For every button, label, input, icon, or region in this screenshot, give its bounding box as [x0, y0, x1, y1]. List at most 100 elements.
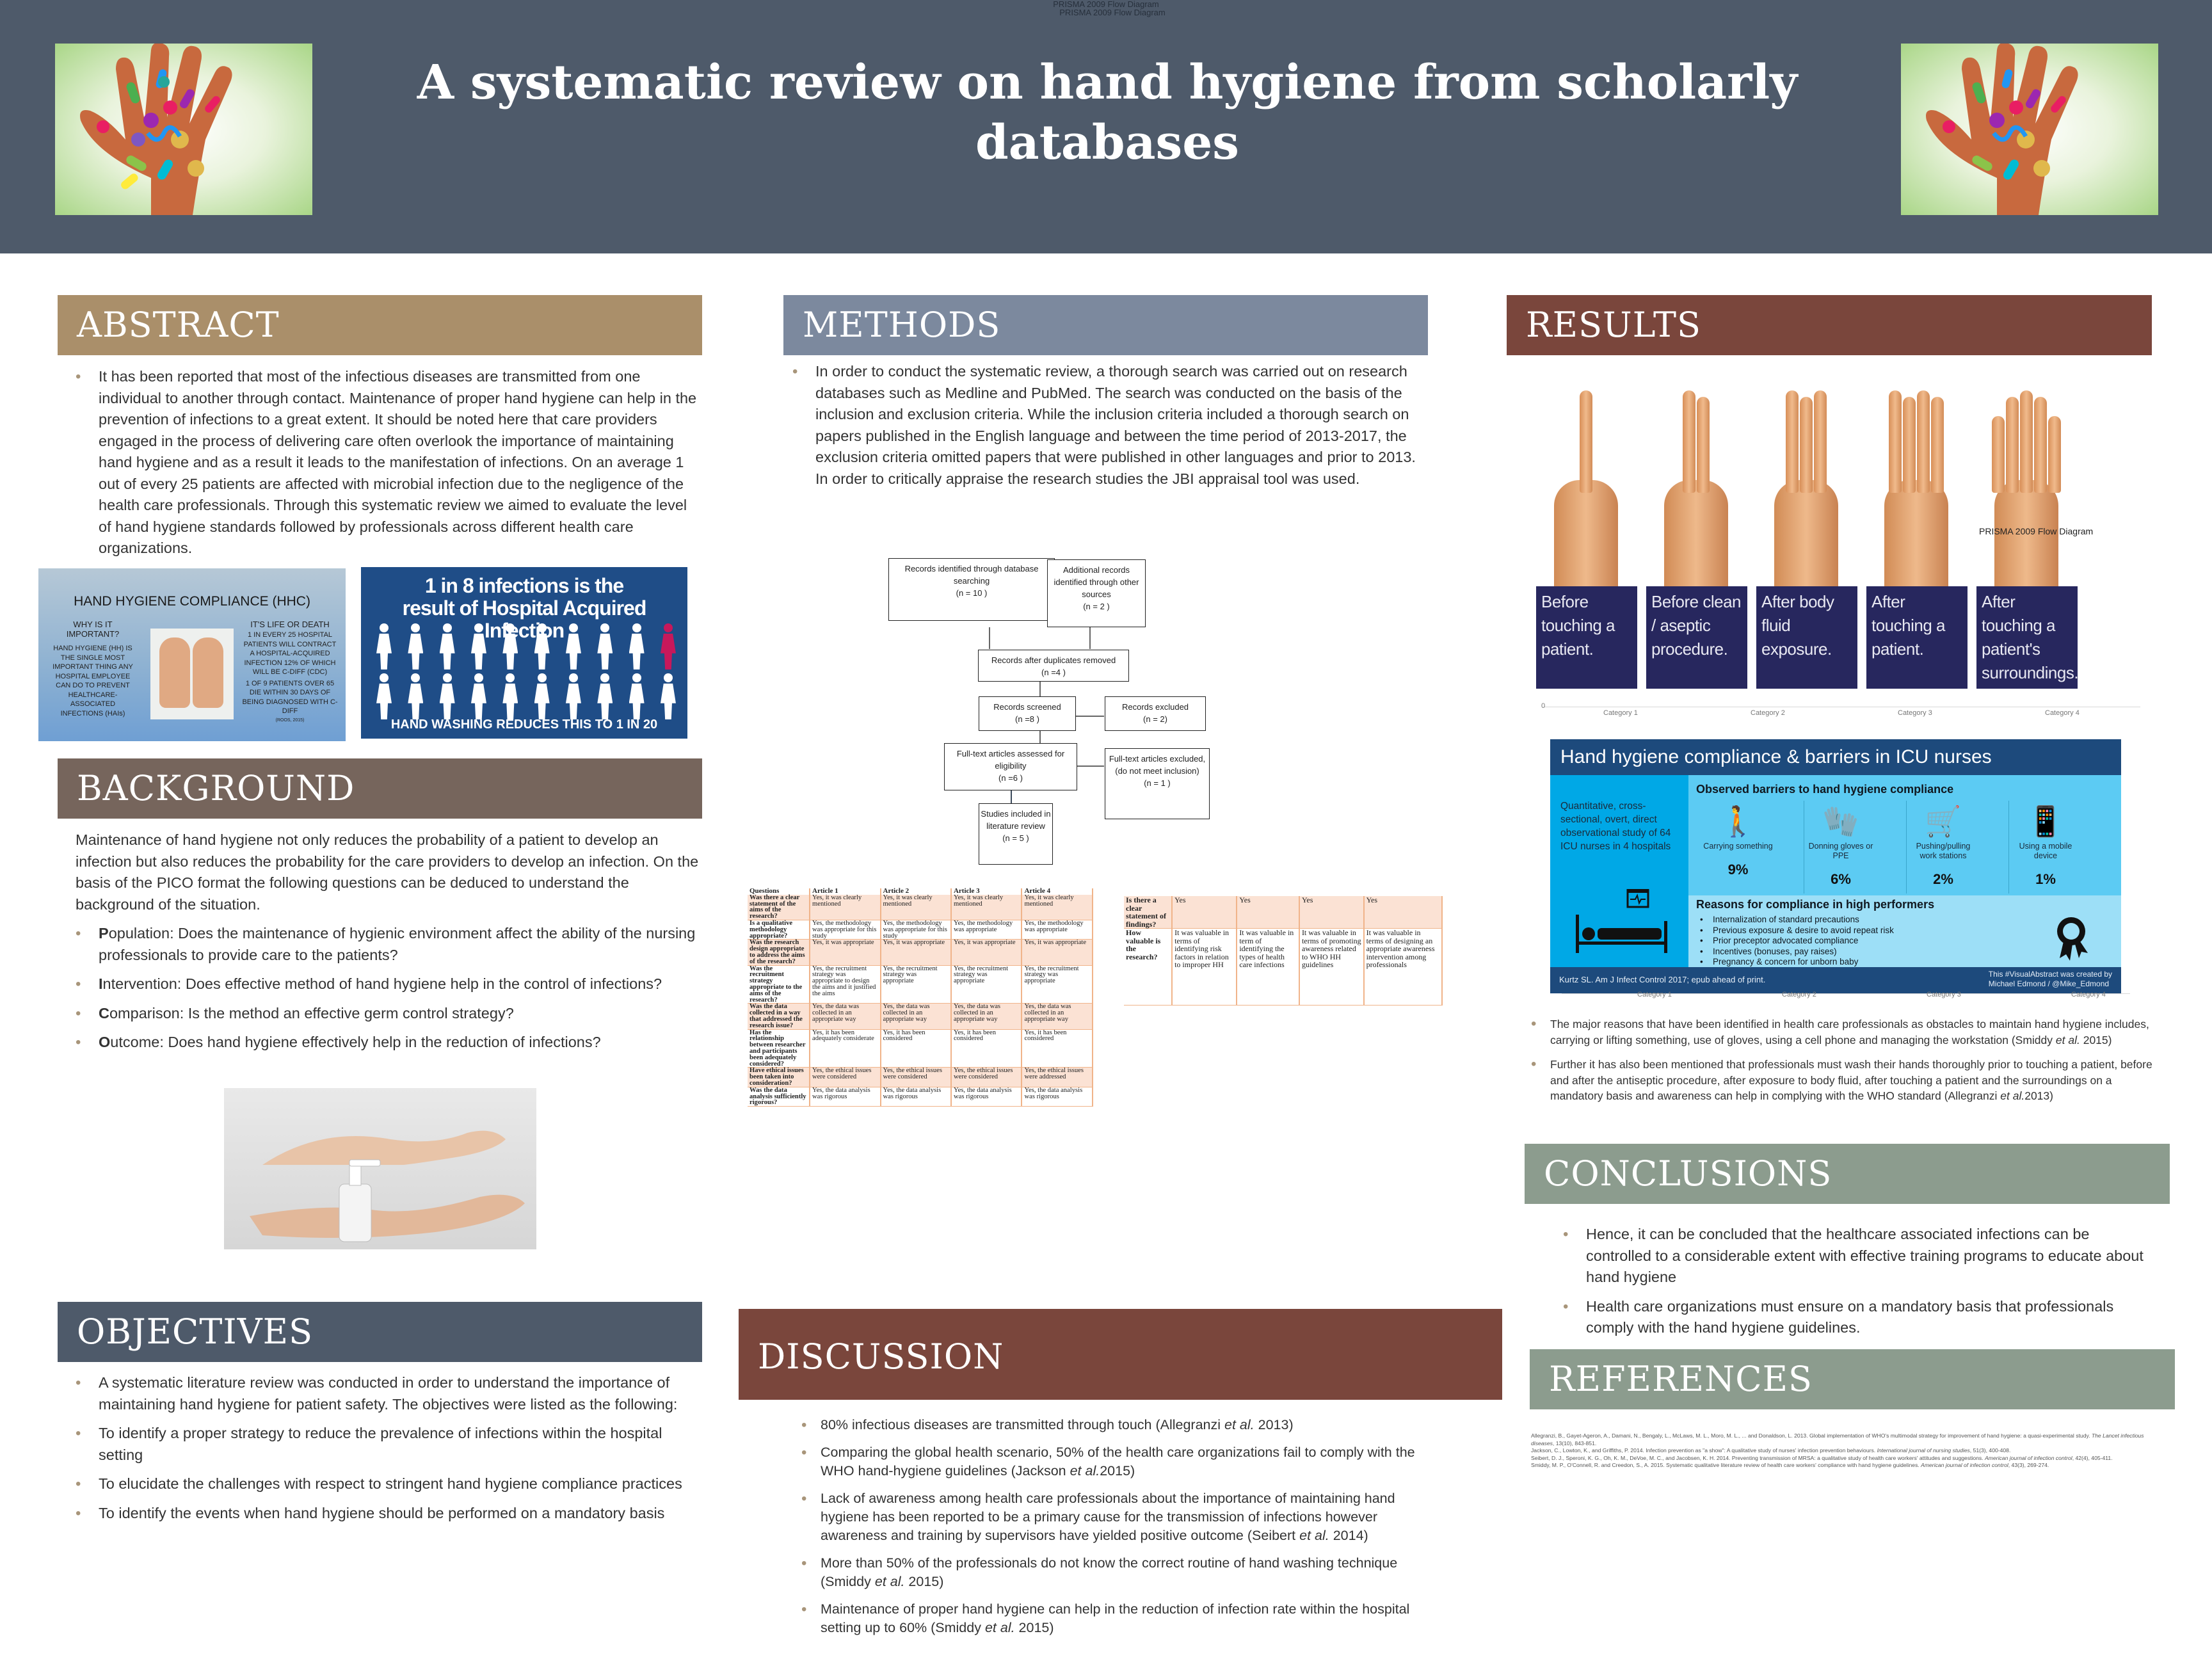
flow-box-screened: Records screened (n =8 ): [979, 696, 1076, 731]
flow-box-label: Records excluded: [1121, 702, 1189, 712]
reference-item: Allegranzi, B., Gayet-Ageron, A., Damani…: [1531, 1432, 2144, 1447]
category-label: Category 3: [1927, 991, 1961, 998]
icu-citation: Kurtz SL. Am J Infect Control 2017; epub…: [1559, 975, 1766, 984]
barriers-heading: Observed barriers to hand hygiene compli…: [1696, 783, 1954, 796]
icu-study-panel: Quantitative, cross-sectional, overt, di…: [1550, 775, 1688, 967]
objective-item: To identify a proper strategy to reduce …: [76, 1423, 703, 1466]
journal-name: American journal of infection control: [1985, 1454, 2072, 1461]
answer-cell: Yes, the ethical issues were considered: [880, 1067, 952, 1087]
germ-hand-image-left: [55, 44, 312, 215]
overlay-caption-line: PRISMA 2009 Flow Diagram: [1059, 8, 1166, 17]
finger: [2048, 416, 2061, 493]
person-body: [565, 634, 581, 669]
answer-cell: Yes: [1172, 896, 1238, 929]
methods-heading: METHODS: [783, 295, 1428, 355]
reason-item: Prior preceptor advocated compliance: [1696, 936, 1894, 947]
flow-box-label: Full-text articles excluded, (do not mee…: [1109, 754, 1206, 776]
abstract-body: It has been reported that most of the in…: [76, 366, 703, 567]
answer-cell: Yes, it was clearly mentioned: [950, 894, 1023, 920]
flow-box-fulltext-excluded: Full-text articles excluded, (do not mee…: [1105, 748, 1210, 819]
question-cell: Was the recruitment strategy appropriate…: [748, 965, 811, 1004]
hand-palm: [1994, 480, 2058, 586]
discussion-item: 80% infectious diseases are transmitted …: [801, 1416, 1441, 1434]
hhc-title: HAND HYGIENE COMPLIANCE (HHC): [74, 594, 310, 609]
person-icon: [593, 673, 616, 719]
flow-box-count: (n = 5 ): [1002, 833, 1029, 843]
answer-cell: Yes, the ethical issues were considered: [950, 1067, 1023, 1087]
objective-item: To identify the events when hand hygiene…: [76, 1503, 703, 1525]
flow-box-count: (n = 1 ): [1144, 778, 1171, 788]
category-label: Category 2: [1782, 991, 1816, 998]
person-body: [534, 684, 550, 719]
hand-palm: [1884, 480, 1948, 586]
person-head: [568, 623, 578, 632]
citation-italic: et al.: [1224, 1417, 1254, 1432]
person-body: [439, 684, 455, 719]
reference-item: Smiddy, M. P., O'Connell, R. and Creedon…: [1531, 1462, 2049, 1468]
icu-reasons-panel: Reasons for compliance in high performer…: [1688, 895, 2121, 967]
answer-cell: Yes, it was appropriate: [880, 940, 952, 966]
answer-cell: Yes, the recruitment strategy was approp…: [1022, 965, 1093, 1004]
answer-cell: Yes, the data was collected in an approp…: [880, 1004, 952, 1030]
cart-icon: 🛒: [1925, 805, 1962, 838]
answer-cell: Yes, it was clearly mentioned: [810, 894, 881, 920]
category-label: Category 4: [2045, 709, 2080, 717]
journal-name: The Lancet infectious diseases: [1531, 1432, 2144, 1447]
icu-footer: Kurtz SL. Am J Infect Control 2017; epub…: [1550, 967, 2121, 993]
question-cell: Is there a clear statement of findings?: [1124, 896, 1173, 929]
icu-description: Quantitative, cross-sectional, overt, di…: [1560, 801, 1671, 852]
answer-cell: Yes, the methodology was appropriate for…: [810, 920, 881, 940]
hhc-life-heading: IT'S LIFE OR DEATH: [250, 620, 330, 629]
person-head: [600, 673, 610, 682]
question-cell: Was the data collected in a way that add…: [748, 1004, 811, 1030]
answer-cell: Yes, it has been considered: [880, 1029, 952, 1068]
category-label: Category 1: [1637, 991, 1672, 998]
hhc-why-text: HAND HYGIENE (HH) IS THE SINGLE MOST IMP…: [52, 645, 133, 717]
hhc-why-column: WHY IS IT IMPORTANT? HAND HYGIENE (HH) I…: [51, 620, 134, 718]
person-carrying-icon: 🚶: [1719, 805, 1757, 838]
person-body: [597, 634, 613, 669]
people-row: [373, 673, 680, 719]
icu-credit: This #VisualAbstract was created by Mich…: [1989, 970, 2112, 989]
reasons-list: Internalization of standard precautionsP…: [1696, 915, 1894, 968]
results-item: The major reasons that have been identif…: [1531, 1016, 2165, 1048]
answer-cell: Yes, it was appropriate: [810, 940, 881, 966]
finger: [1786, 390, 1799, 493]
finger: [2034, 397, 2047, 493]
overlay-caption: PRISMA 2009 Flow Diagram PRISMA 2009 Flo…: [0, 0, 2212, 17]
pico-letter: O: [99, 1034, 111, 1050]
flow-box-label: Additional records identified through ot…: [1054, 565, 1139, 599]
person-body: [470, 634, 486, 669]
germ-covered-hand-icon: [1926, 44, 2078, 215]
icu-visual-abstract: Hand hygiene compliance & barriers in IC…: [1550, 739, 2121, 993]
person-body: [408, 634, 424, 669]
pico-item: Comparison: Is the method an effective g…: [76, 1003, 703, 1025]
floating-caption: PRISMA 2009 Flow Diagram: [1979, 526, 2094, 536]
person-body: [660, 684, 676, 719]
person-head: [537, 623, 547, 632]
person-icon: [499, 623, 522, 669]
discussion-item: Comparing the global health scenario, 50…: [801, 1443, 1441, 1480]
person-head: [506, 623, 515, 632]
discussion-list: 80% infectious diseases are transmitted …: [801, 1416, 1441, 1637]
journal-name: International journal of nursing studies: [1877, 1447, 1970, 1454]
award-ribbon-icon: [2057, 917, 2088, 961]
person-head: [600, 623, 610, 632]
hand-sanitizer-image: [224, 1088, 536, 1249]
finger: [1903, 397, 1916, 493]
answer-cell: Yes, the data was collected in an approp…: [810, 1004, 881, 1030]
person-head: [506, 673, 515, 682]
pico-letter: I: [99, 975, 103, 992]
pico-item: Intervention: Does effective method of h…: [76, 974, 703, 995]
methods-bullet: In order to conduct the systematic revie…: [792, 361, 1426, 490]
finger: [1800, 397, 1813, 493]
answer-cell: Yes, it has been adequately considerate: [810, 1029, 881, 1068]
discussion-body: 80% infectious diseases are transmitted …: [801, 1416, 1441, 1646]
title-banner: PRISMA 2009 Flow Diagram PRISMA 2009 Flo…: [0, 0, 2212, 253]
person-icon: [531, 673, 554, 719]
person-icon: [593, 623, 616, 669]
overlay-caption-line: PRISMA 2009 Flow Diagram: [1053, 0, 1159, 9]
barrier-label: Using a mobile device: [2019, 842, 2072, 860]
person-head: [568, 673, 578, 682]
table-header-cell: Article 3: [950, 888, 1023, 895]
